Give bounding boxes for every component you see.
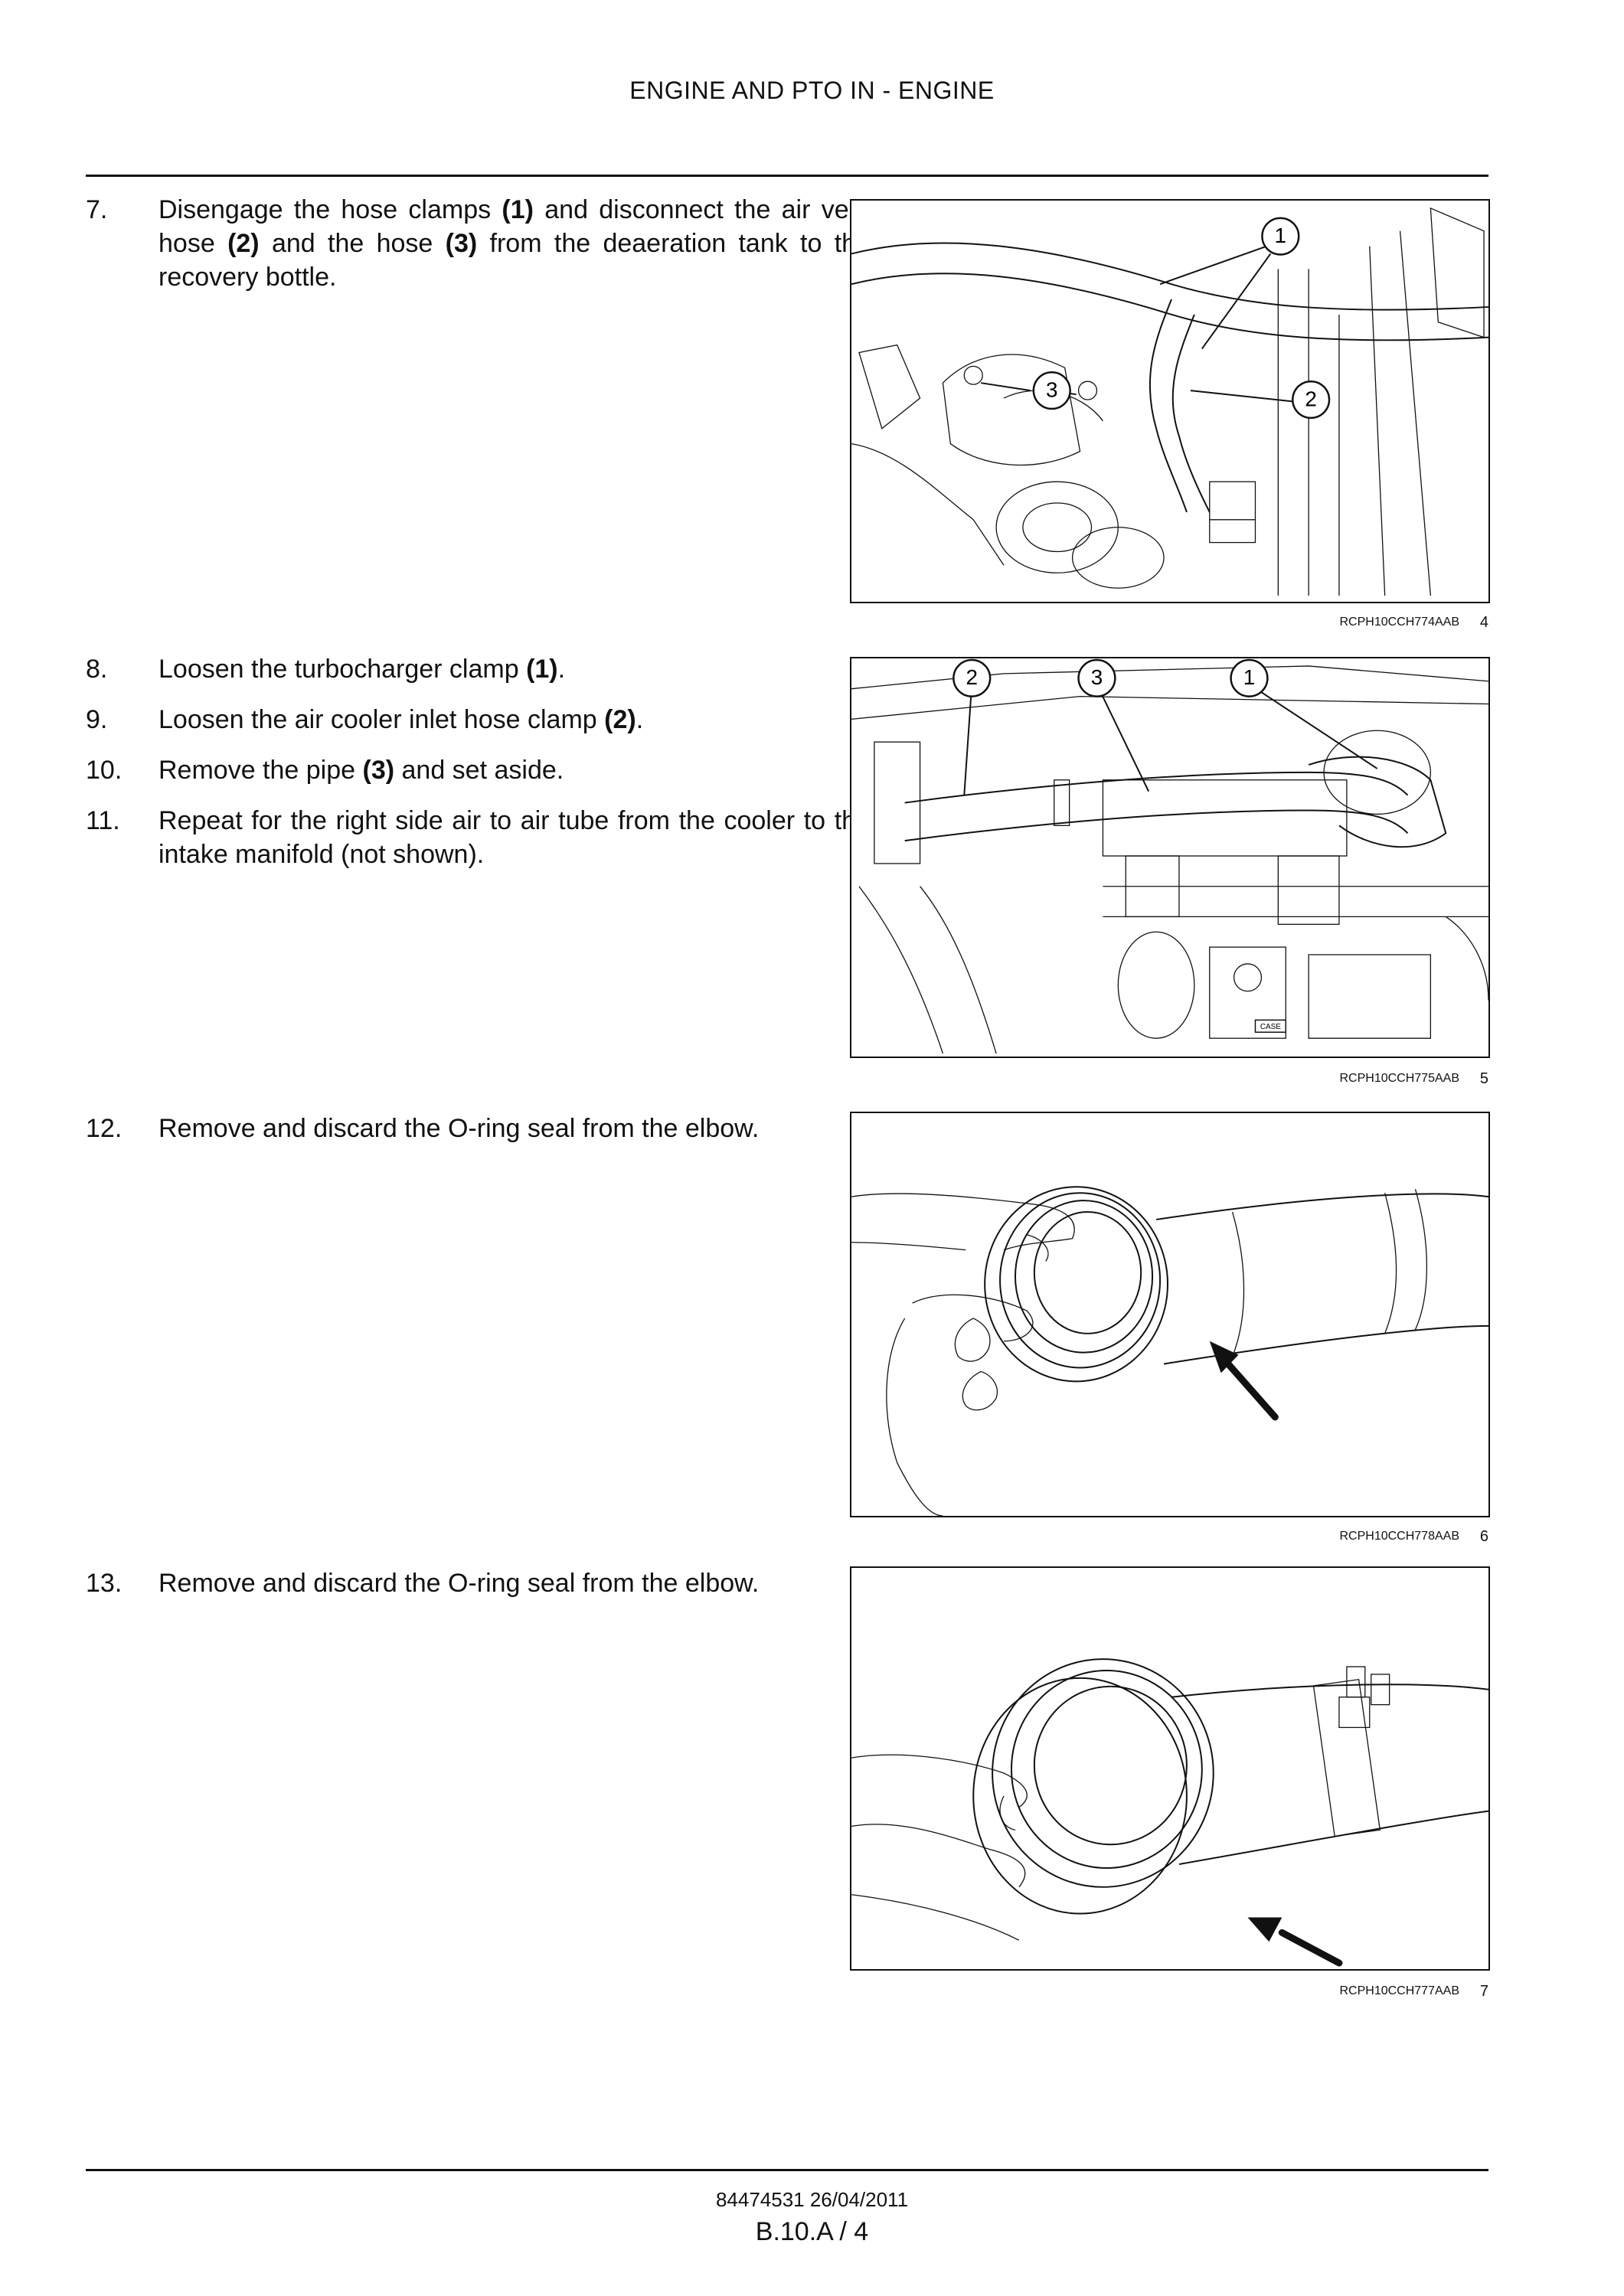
svg-text:3: 3 [1091, 665, 1103, 689]
step-text: Repeat for the right side air to air tub… [158, 804, 871, 871]
svg-text:1: 1 [1275, 224, 1286, 247]
step-number: 9. [86, 705, 108, 734]
step-number: 13. [86, 1569, 123, 1598]
callout-reference: (3) [445, 229, 478, 258]
text-run: from the deaeration tank to the recovery… [158, 229, 871, 292]
callout-1: 1 [1261, 217, 1300, 256]
figure-number: 4 [1479, 614, 1488, 631]
text-run: Repeat for the right side air to air tub… [158, 806, 871, 869]
callout-2: 2 [953, 658, 992, 697]
page-header: ENGINE AND PTO IN - ENGINE [629, 77, 995, 104]
svg-text:2: 2 [1305, 387, 1316, 410]
text-run: and set aside. [394, 756, 564, 785]
callout-1: 1 [1230, 658, 1269, 697]
step-text: Remove the pipe (3) and set aside. [158, 753, 871, 787]
figure-number: 5 [1479, 1070, 1488, 1087]
svg-text:3: 3 [1046, 377, 1057, 401]
step-number: 8. [86, 655, 108, 684]
footer-rule [86, 2169, 1488, 2171]
figure-7-oring-removal [850, 1566, 1490, 1971]
figure-6-oring-removal [850, 1112, 1490, 1517]
step-text: Disengage the hose clamps (1) and discon… [158, 193, 871, 294]
oring-removal-illustration [851, 1186, 1488, 1516]
figure-5-turbo-pipe: 2 3 1 CASE [850, 657, 1490, 1058]
oring-removal-clamp-illustration [851, 1658, 1488, 1967]
text-run: . [557, 655, 566, 684]
step-text: Remove and discard the O-ring seal from … [158, 1566, 871, 1600]
callout-reference: (2) [227, 229, 260, 258]
callout-reference: (2) [604, 705, 636, 734]
svg-text:CASE: CASE [1260, 1023, 1281, 1031]
svg-text:1: 1 [1243, 665, 1255, 689]
step-number: 7. [86, 195, 108, 224]
case-logo: CASE [1254, 1019, 1287, 1033]
step-text: Loosen the air cooler inlet hose clamp (… [158, 703, 871, 736]
figure-code: RCPH10CCH775AAB [1339, 1072, 1459, 1085]
text-run: Remove and discard the O-ring seal from … [158, 1569, 760, 1598]
footer-document-ref: 84474531 26/04/2011 [715, 2188, 909, 2211]
step-number: 12. [86, 1114, 123, 1143]
turbo-pipe-illustration: 2 3 1 CASE [851, 658, 1488, 1054]
step-text: Loosen the turbocharger clamp (1). [158, 652, 871, 686]
text-run: and the hose [259, 229, 446, 258]
figure-4-engine-hoses: 1 2 3 [850, 199, 1490, 603]
text-run: Remove and discard the O-ring seal from … [158, 1114, 760, 1143]
text-run: Loosen the air cooler inlet hose clamp [158, 705, 605, 734]
step-number: 11. [86, 806, 120, 835]
step-text: Remove and discard the O-ring seal from … [158, 1112, 871, 1145]
step-number: 10. [86, 756, 123, 785]
callout-3: 3 [1077, 658, 1116, 697]
figure-code: RCPH10CCH778AAB [1339, 1530, 1459, 1543]
figure-code: RCPH10CCH777AAB [1339, 1984, 1459, 1997]
text-run: and disconnect the air vent hose [158, 195, 871, 258]
callout-reference: (1) [526, 655, 558, 684]
footer-page-number: B.10.A / 4 [755, 2217, 869, 2246]
text-run: Disengage the hose clamps [158, 195, 502, 224]
header-rule [86, 175, 1488, 177]
figure-code: RCPH10CCH774AAB [1339, 616, 1459, 629]
engine-hoses-illustration: 1 2 3 [851, 207, 1488, 596]
svg-text:2: 2 [966, 665, 977, 689]
callout-reference: (3) [362, 756, 395, 785]
callout-3: 3 [1032, 371, 1071, 410]
callout-2: 2 [1291, 380, 1331, 420]
figure-number: 6 [1479, 1528, 1488, 1545]
text-run: Loosen the turbocharger clamp [158, 655, 527, 684]
text-run: . [636, 705, 644, 734]
callout-reference: (1) [502, 195, 534, 224]
figure-number: 7 [1479, 1983, 1488, 2000]
text-run: Remove the pipe [158, 756, 363, 785]
